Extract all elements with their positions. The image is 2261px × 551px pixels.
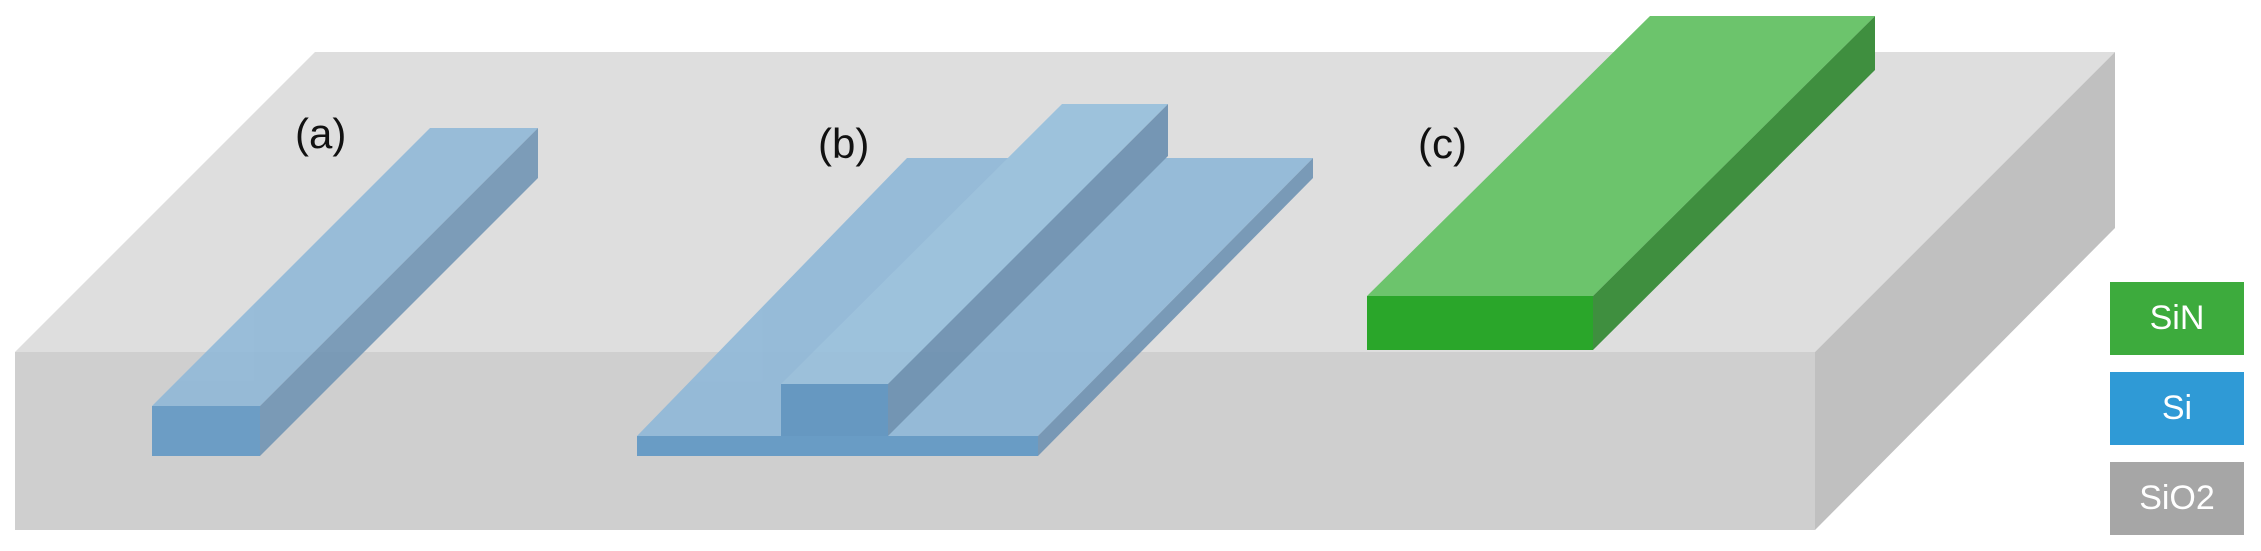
panel-label-c: (c) xyxy=(1418,120,1467,167)
slab-front-face xyxy=(637,436,1038,456)
panel-label-a: (a) xyxy=(295,110,346,157)
si-strip-waveguide xyxy=(152,128,538,456)
legend-item-sin: SiN xyxy=(2110,282,2244,355)
si-rib-waveguide xyxy=(637,104,1313,456)
panel-label-b: (b) xyxy=(818,120,869,167)
substrate-side-face xyxy=(1815,52,2115,530)
legend-item-sio2: SiO2 xyxy=(2110,462,2244,535)
legend-item-si: Si xyxy=(2110,372,2244,445)
slab-side-face xyxy=(1038,158,1313,456)
strip-side-face xyxy=(260,128,538,456)
sin-front-face xyxy=(1367,296,1593,350)
rib-top-face xyxy=(781,104,1168,384)
rib-side-face xyxy=(888,104,1168,436)
strip-front-face xyxy=(152,406,260,456)
sin-top-face xyxy=(1367,16,1875,296)
sin-waveguide xyxy=(1367,16,1875,350)
rib-front-face xyxy=(781,384,888,436)
sin-side-face xyxy=(1593,16,1875,350)
strip-top-face xyxy=(152,128,538,406)
